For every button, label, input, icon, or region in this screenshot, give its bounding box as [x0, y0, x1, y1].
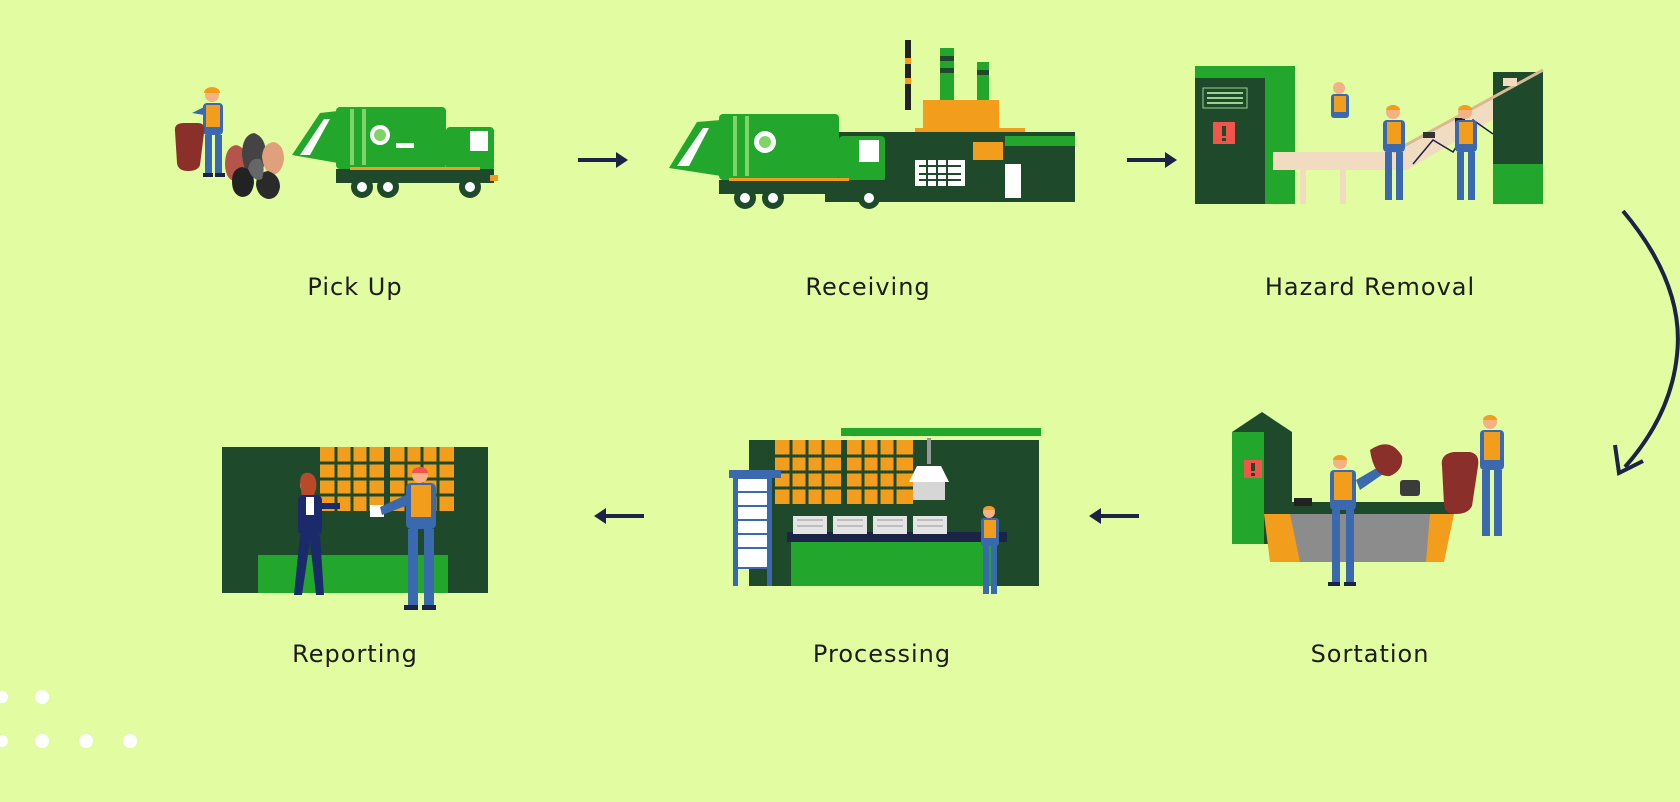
- garbage-truck: [292, 107, 498, 198]
- step-label-hazard-removal: Hazard Removal: [1264, 273, 1476, 301]
- worker-figure: [1328, 444, 1403, 586]
- arrow-left-icon: [1089, 508, 1139, 524]
- curved-arrow-down-icon: [1613, 209, 1680, 477]
- manager-figure: [294, 472, 340, 595]
- step-label-pick-up: Pick Up: [307, 273, 403, 301]
- worker-figure: [1383, 105, 1405, 200]
- step-label-sortation: Sortation: [1310, 640, 1430, 668]
- receiving-illustration: [669, 40, 1075, 209]
- worker-figure: [1331, 82, 1349, 118]
- sorting-station: [1232, 412, 1454, 562]
- arrow-right-icon: [1127, 152, 1177, 168]
- step-label-processing: Processing: [812, 640, 952, 668]
- worker-figure: [380, 467, 436, 610]
- office-wall: [222, 447, 488, 593]
- worker-figure: [1441, 415, 1504, 536]
- arrow-right-icon: [578, 152, 628, 168]
- pickup-illustration: [174, 87, 498, 199]
- decorative-dots: [0, 690, 137, 748]
- worker-figure: [981, 506, 999, 594]
- step-label-receiving: Receiving: [805, 273, 931, 301]
- control-booth: [1195, 66, 1295, 204]
- conveyor-belt: [1273, 68, 1544, 204]
- hazard-removal-illustration: [1195, 66, 1544, 204]
- arrow-left-icon: [594, 508, 644, 524]
- reporting-illustration: [222, 447, 488, 610]
- step-label-reporting: Reporting: [292, 640, 418, 668]
- garbage-bags: [225, 133, 284, 199]
- processing-illustration: [729, 428, 1041, 594]
- crane-claw-icon: [909, 438, 949, 500]
- worker-figure: [192, 87, 225, 177]
- sortation-illustration: [1232, 412, 1504, 586]
- garbage-truck: [669, 114, 909, 209]
- worker-figure: [1455, 105, 1477, 200]
